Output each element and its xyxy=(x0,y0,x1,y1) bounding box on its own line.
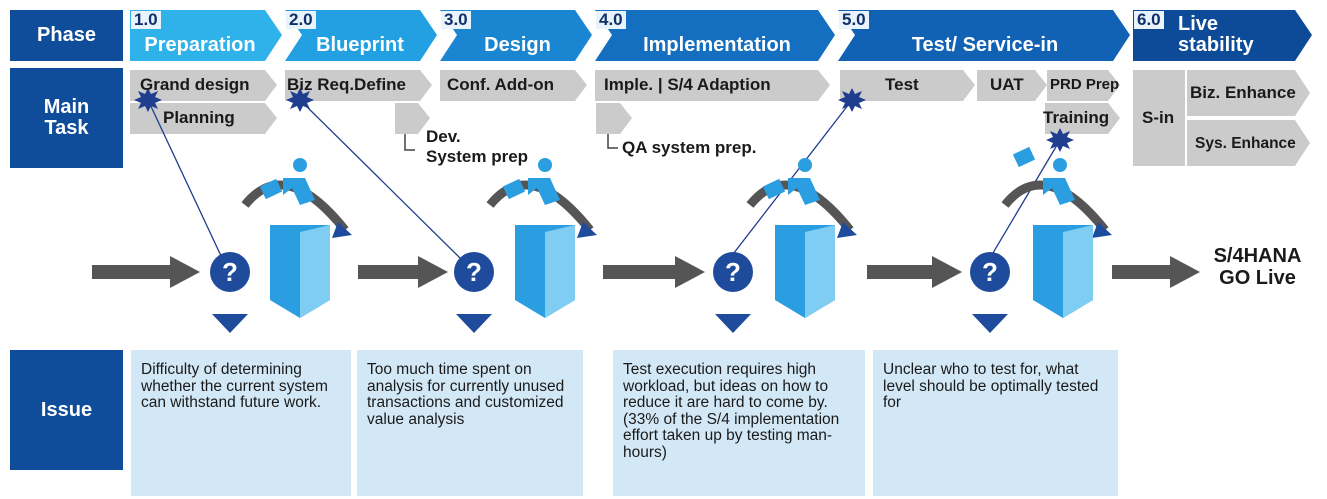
issue-box-4: Unclear who to test for, what level shou… xyxy=(873,350,1118,496)
phase-4-name: Implementation xyxy=(643,34,791,56)
task-chevron-uat xyxy=(977,70,1047,101)
phase-row-header: Phase xyxy=(10,10,123,61)
task-chevron-prd xyxy=(1047,70,1120,101)
phase-1-name: Preparation xyxy=(144,34,256,56)
task-qa-system-prep: QA system prep. xyxy=(622,138,757,157)
starburst-4 xyxy=(1046,128,1074,152)
task-chevron-dev-prep xyxy=(395,103,430,134)
question-circle-1 xyxy=(210,252,250,292)
task-biz-enhance: Biz. Enhance xyxy=(1190,83,1296,102)
task-chevron-imple xyxy=(595,70,830,101)
task-chevron-test xyxy=(840,70,975,101)
task-chevron-grand-design xyxy=(130,70,277,101)
phase-chevron-3 xyxy=(440,10,592,61)
phase-2-number: 2.0 xyxy=(286,11,316,29)
down-triangle-1 xyxy=(212,314,248,333)
phase-chevron-2 xyxy=(285,10,437,61)
go-live-label: S/4HANA GO Live xyxy=(1213,245,1302,289)
task-chevron-qa-prep xyxy=(596,103,632,134)
hurdle-figure-1 xyxy=(241,158,352,318)
down-triangle-3 xyxy=(715,314,751,333)
task-planning: Planning xyxy=(163,108,235,127)
question-circle-3 xyxy=(713,252,753,292)
phase-2-name: Blueprint xyxy=(316,34,404,56)
phase-chevron-1 xyxy=(130,10,282,61)
question-mark-1: ? xyxy=(222,257,238,287)
issue-box-3: Test execution requires high workload, b… xyxy=(613,350,865,496)
question-mark-2: ? xyxy=(466,257,482,287)
flow-arrow-5 xyxy=(1112,256,1200,288)
task-chevron-s-in xyxy=(1133,70,1185,166)
task-chevron-training xyxy=(1045,103,1120,134)
task-sys-enhance: Sys. Enhance xyxy=(1195,135,1296,152)
task-conf-addon: Conf. Add-on xyxy=(447,75,554,94)
hurdle-figure-4 xyxy=(1001,146,1112,318)
phase-1-number: 1.0 xyxy=(131,11,161,29)
task-imple-s4-adaption: Imple. | S/4 Adaption xyxy=(604,75,771,94)
issue-box-1: Difficulty of determining whether the cu… xyxy=(131,350,351,496)
task-prd-prep: PRD Prep xyxy=(1050,76,1120,93)
task-chevron-planning xyxy=(130,103,277,134)
flow-arrow-2 xyxy=(358,256,448,288)
question-circle-2 xyxy=(454,252,494,292)
task-chevron-biz-req xyxy=(285,70,432,101)
issue-box-2: Too much time spent on analysis for curr… xyxy=(357,350,583,496)
main-task-row-header: Main Task xyxy=(10,68,123,168)
starburst-1 xyxy=(134,88,162,112)
starburst-3 xyxy=(838,88,866,112)
hurdle-figure-3 xyxy=(746,158,857,318)
starbursts xyxy=(134,88,1074,152)
phase-6-number: 6.0 xyxy=(1134,11,1164,29)
task-test: Test xyxy=(885,75,919,94)
starburst-2 xyxy=(286,88,314,112)
task-chevron-biz-enhance xyxy=(1187,70,1310,116)
issue-row-header: Issue xyxy=(10,350,123,470)
flow-arrow-3 xyxy=(603,256,705,288)
task-chevron-sys-enhance xyxy=(1187,120,1310,166)
phase-5-name: Test/ Service-in xyxy=(911,34,1059,56)
down-triangle-4 xyxy=(972,314,1008,333)
phase-chevron-5 xyxy=(838,10,1130,61)
task-uat: UAT xyxy=(990,75,1024,94)
phase-5-number: 5.0 xyxy=(839,11,869,29)
task-grand-design: Grand design xyxy=(140,75,250,94)
phase-3-name: Design xyxy=(484,34,551,56)
task-biz-req-define: Biz Req.Define xyxy=(287,75,407,94)
task-chevron-conf-addon xyxy=(440,70,587,101)
phase-chevron-6 xyxy=(1133,10,1312,61)
phase-chevron-4 xyxy=(595,10,835,61)
question-circle-4 xyxy=(970,252,1010,292)
question-mark-3: ? xyxy=(725,257,741,287)
task-training: Training xyxy=(1043,108,1110,127)
down-triangle-2 xyxy=(456,314,492,333)
task-s-in: S-in xyxy=(1142,108,1175,127)
phase-6-name: Live stability xyxy=(1178,13,1254,56)
question-mark-4: ? xyxy=(982,257,998,287)
phase-4-number: 4.0 xyxy=(596,11,626,29)
phase-3-number: 3.0 xyxy=(441,11,471,29)
hurdle-figure-2 xyxy=(486,158,597,318)
flow-arrow-4 xyxy=(867,256,962,288)
flow-arrow-1 xyxy=(92,256,200,288)
task-dev-system-prep: Dev. System prep xyxy=(426,127,529,166)
